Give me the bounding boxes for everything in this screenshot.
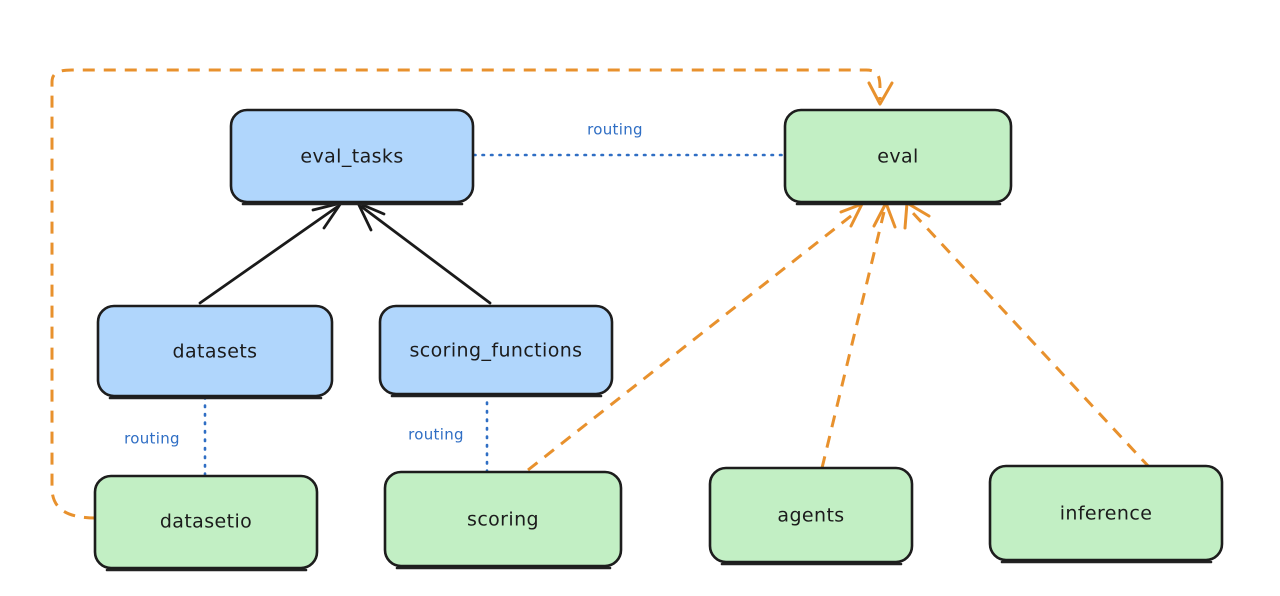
edge-agents-to-eval-path (820, 211, 886, 469)
node-eval-box (783, 108, 1013, 204)
node-scoring-functions-box (378, 304, 614, 396)
node-scoring-box (383, 470, 623, 568)
edge-label-routing-scoring-functions-scoring: routing (408, 426, 464, 444)
edge-datasetio-to-eval[interactable] (50, 68, 894, 520)
node-inference-label: inference (1060, 503, 1153, 525)
edge-datasetio-to-eval-arrowhead (867, 81, 894, 106)
node-eval-tasks-box (229, 108, 475, 204)
edge-inference-to-eval[interactable] (903, 201, 1152, 470)
node-datasets-label: datasets (173, 341, 258, 363)
edge-scoring-functions-to-eval-tasks[interactable] (356, 201, 492, 305)
edge-label-routing-eval-tasks-eval: routing (587, 121, 643, 139)
node-eval[interactable]: eval (783, 108, 1013, 206)
node-datasetio-label: datasetio (160, 511, 252, 533)
node-scoring-functions[interactable]: scoring_functions (378, 304, 614, 398)
node-agents-label: agents (777, 505, 844, 527)
edge-scoring-to-eval-path (527, 210, 857, 472)
node-datasets-box (96, 304, 334, 398)
node-scoring[interactable]: scoring (383, 470, 623, 570)
node-inference-box (988, 464, 1224, 562)
node-eval-tasks-label: eval_tasks (300, 146, 403, 168)
edge-agents-to-eval[interactable] (820, 201, 897, 469)
edge-datasets-to-eval-tasks-path (198, 205, 339, 305)
node-inference[interactable]: inference (988, 464, 1224, 564)
node-eval-tasks[interactable]: eval_tasks (229, 108, 475, 206)
edge-datasetio-to-eval-path (50, 68, 882, 520)
node-layer: eval_tasks eval datasets scoring_functio… (93, 108, 1224, 572)
edge-datasets-to-eval-tasks[interactable] (198, 201, 343, 305)
edge-inference-to-eval-path (910, 210, 1152, 470)
node-scoring-label: scoring (467, 509, 539, 531)
node-agents[interactable]: agents (708, 466, 914, 566)
node-datasets[interactable]: datasets (96, 304, 334, 400)
node-eval-label: eval (877, 146, 918, 168)
edge-scoring-functions-to-eval-tasks-path (360, 205, 492, 305)
edge-label-routing-datasets-datasetio: routing (124, 430, 180, 448)
node-datasetio[interactable]: datasetio (93, 474, 319, 572)
node-datasetio-box (93, 474, 319, 570)
edge-layer (50, 68, 1152, 520)
edge-label-layer: routing routing routing (124, 121, 643, 448)
node-agents-box (708, 466, 914, 564)
node-scoring-functions-label: scoring_functions (410, 340, 583, 362)
